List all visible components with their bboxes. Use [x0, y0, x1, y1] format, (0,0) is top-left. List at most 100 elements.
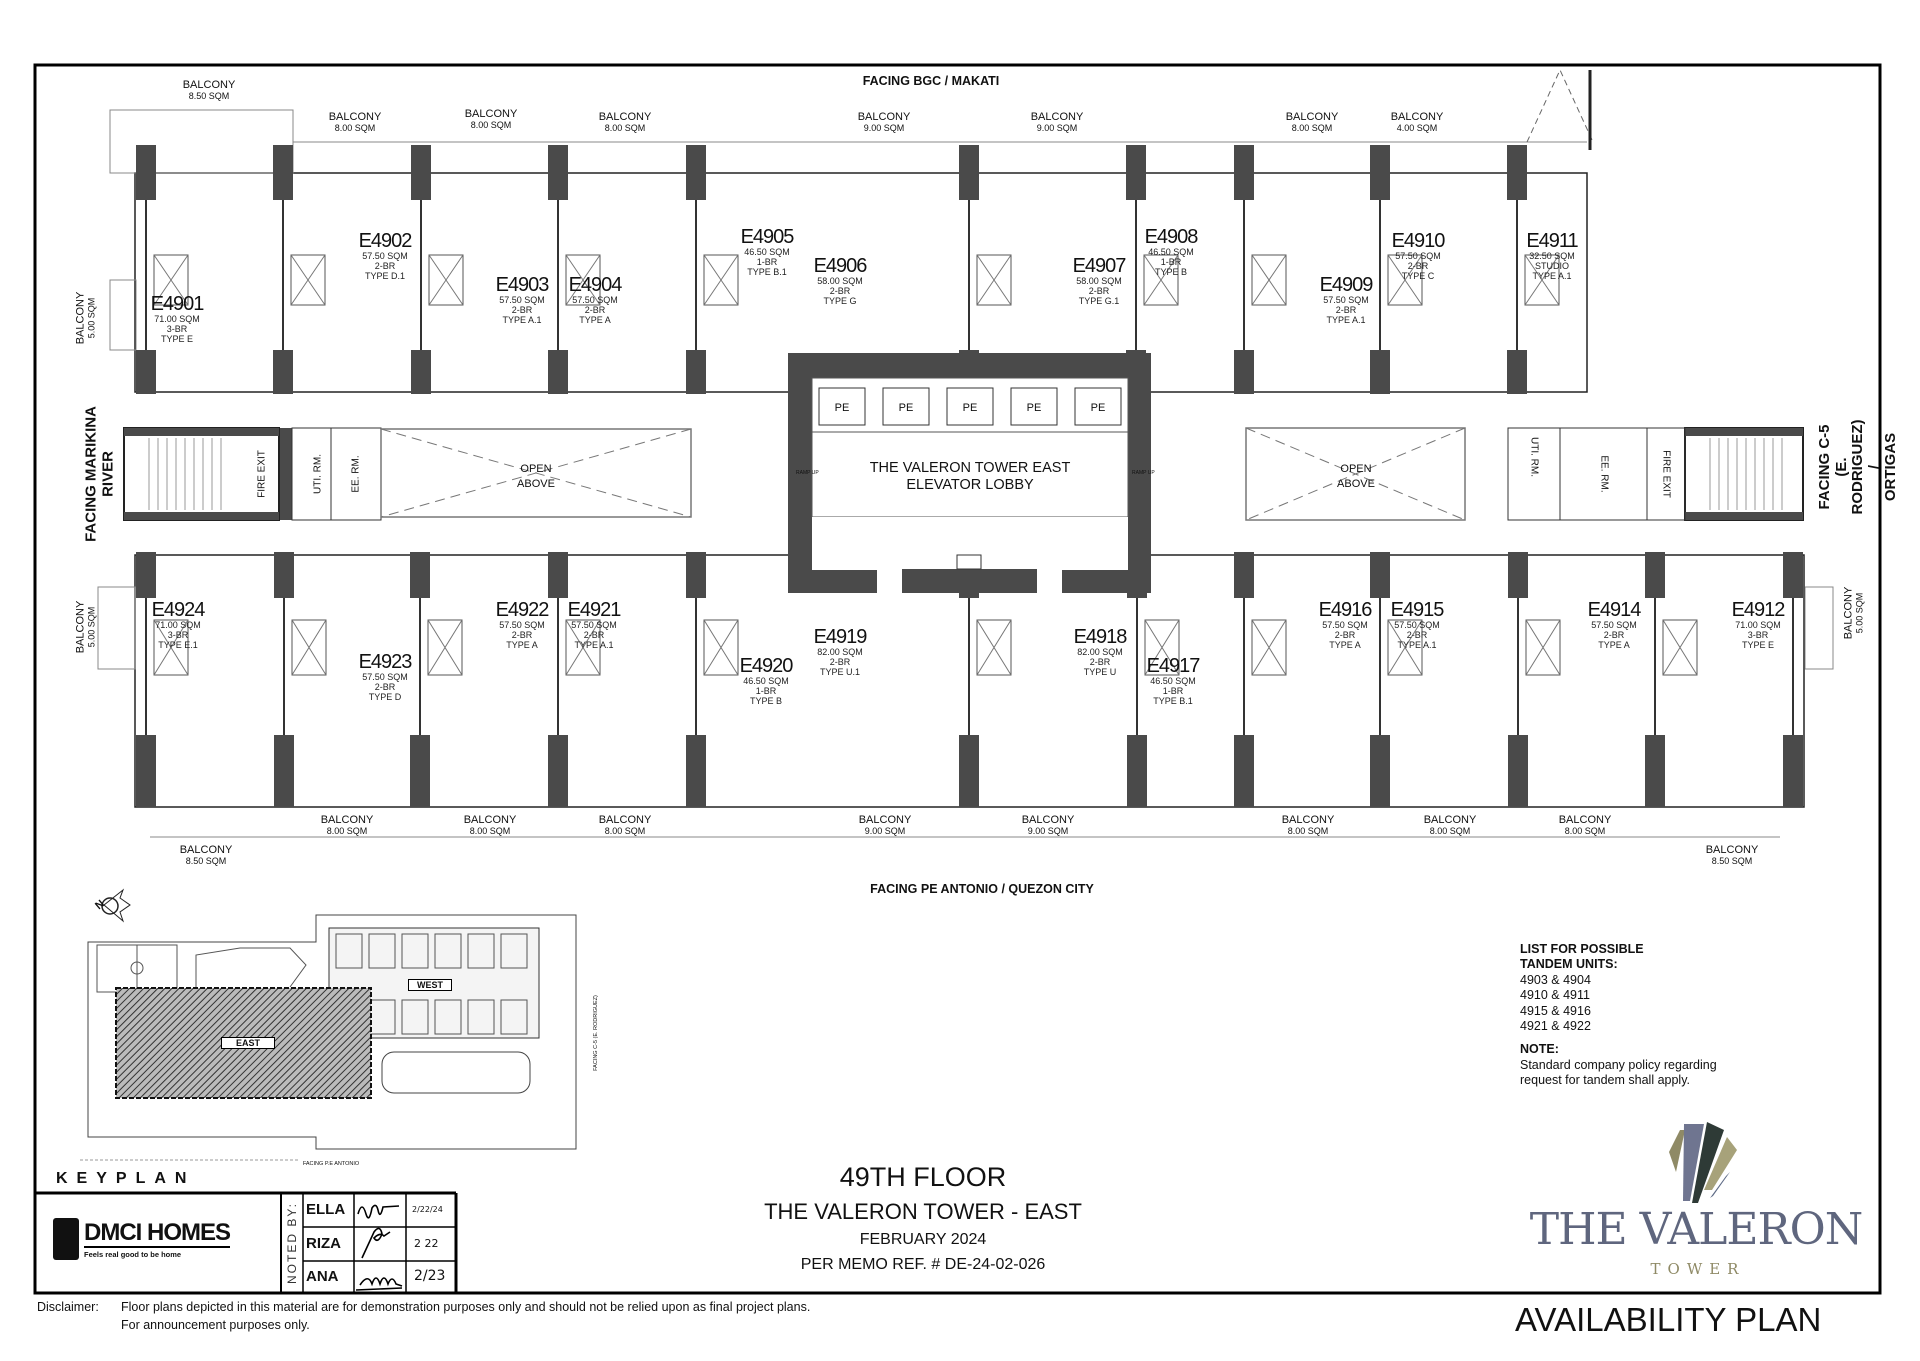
bathroom-fixture — [976, 619, 1012, 676]
structural-column — [548, 552, 568, 598]
bathroom-fixture — [565, 254, 601, 306]
unit-number: E4902 — [358, 230, 413, 252]
disclaimer-line1: Floor plans depicted in this material ar… — [121, 1300, 811, 1314]
facing-top-label: FACING BGC / MAKATI — [862, 74, 1000, 88]
bathroom-fixture — [427, 619, 463, 676]
structural-column — [1234, 552, 1254, 598]
balcony-rail — [1804, 586, 1834, 670]
tandem-subheading: TANDEM UNITS: — [1520, 957, 1618, 972]
ee-room-right: EE. RM. — [1598, 455, 1610, 493]
unit-number: E4919 — [813, 626, 868, 648]
structural-column — [274, 552, 294, 598]
balcony-name: BALCONY — [179, 844, 233, 856]
unit-type: TYPE D — [368, 692, 402, 702]
north-arrow-icon — [101, 897, 119, 915]
unit-area: 57.50 SQM — [1394, 620, 1440, 630]
balcony-area: 4.00 SQM — [1396, 122, 1438, 133]
stair-wall — [124, 428, 279, 436]
structural-column — [1370, 145, 1390, 200]
structural-column — [1508, 735, 1528, 807]
structural-column — [548, 735, 568, 807]
ramp-right: RAMP UP — [1132, 470, 1155, 476]
bathroom-fixture — [565, 619, 601, 676]
open-above-cross — [380, 428, 692, 518]
unit-area: 57.50 SQM — [1322, 620, 1368, 630]
unit-number: E4906 — [813, 255, 868, 277]
unit-type: TYPE B — [749, 696, 782, 706]
structural-column — [1507, 145, 1527, 200]
unit-bedrooms: 2-BR — [1407, 261, 1429, 271]
signatory-date-1: 2/22/24 — [412, 1205, 443, 1214]
unit-number: E4915 — [1390, 599, 1445, 621]
keyplan-drawing — [80, 888, 577, 1161]
unit-bedrooms: 1-BR — [756, 257, 778, 267]
bathroom-fixture — [565, 619, 601, 676]
signature-scribbles — [355, 1204, 403, 1291]
site-outline — [87, 914, 577, 1150]
unit-bedrooms: 2-BR — [374, 261, 396, 271]
bathroom-fixture — [290, 254, 326, 306]
signatory-name-2: RIZA — [306, 1235, 341, 1252]
signatory-date-2: 2 22 — [414, 1237, 439, 1250]
balcony-area: 5.00 SQM — [86, 606, 97, 648]
unit-bedrooms: 2-BR — [1406, 630, 1428, 640]
utility-room-left: UTI. RM. — [312, 454, 324, 494]
tandem-heading: LIST FOR POSSIBLE — [1520, 942, 1644, 956]
bathroom-fixture — [1251, 619, 1287, 676]
structural-column — [411, 145, 431, 200]
utility-room-right: UTI. RM. — [1528, 437, 1540, 477]
bathroom-fixture — [291, 619, 327, 676]
unit-bedrooms: 1-BR — [1162, 686, 1184, 696]
stair-wall — [1685, 428, 1803, 436]
structural-column — [411, 350, 431, 394]
balcony-name: BALCONY — [320, 814, 374, 826]
unit-bedrooms: 2-BR — [583, 630, 605, 640]
open-above-void — [380, 428, 692, 518]
structural-column — [273, 350, 293, 394]
unit-type: TYPE U — [1083, 667, 1117, 677]
balcony-name: BALCONY — [463, 814, 517, 826]
bathroom-fixture — [1387, 254, 1423, 306]
tandem-pair: 4903 & 4904 — [1520, 972, 1591, 987]
developer-name: DMCI HOMES — [84, 1219, 231, 1248]
structural-column — [1370, 552, 1390, 598]
balcony-area: 8.00 SQM — [604, 825, 646, 836]
balcony-name: BALCONY — [1842, 586, 1855, 640]
unit-area: 57.50 SQM — [362, 672, 408, 682]
unit-bedrooms: STUDIO — [1534, 261, 1570, 271]
balcony-name: BALCONY — [1281, 814, 1335, 826]
core-service — [1062, 517, 1128, 570]
unit-number: E4916 — [1318, 599, 1373, 621]
tandem-pair: 4915 & 4916 — [1520, 1003, 1591, 1018]
balcony-name: BALCONY — [598, 111, 652, 123]
bathroom-fixture — [1144, 619, 1180, 676]
structural-column — [136, 350, 156, 394]
elevator-car — [882, 387, 930, 426]
bathroom-fixture — [976, 254, 1012, 306]
bathroom-fixture — [703, 254, 739, 306]
tandem-pair: 4910 & 4911 — [1520, 988, 1590, 1003]
shaft-wall — [280, 428, 292, 520]
unit-type: TYPE A — [579, 315, 611, 325]
core-service — [1037, 569, 1062, 593]
balcony-area: 8.00 SQM — [1429, 825, 1471, 836]
bathroom-fixture — [1387, 619, 1423, 676]
unit-area: 57.50 SQM — [1323, 295, 1369, 305]
elevator-car — [946, 387, 994, 426]
unit-bedrooms: 3-BR — [167, 630, 189, 640]
